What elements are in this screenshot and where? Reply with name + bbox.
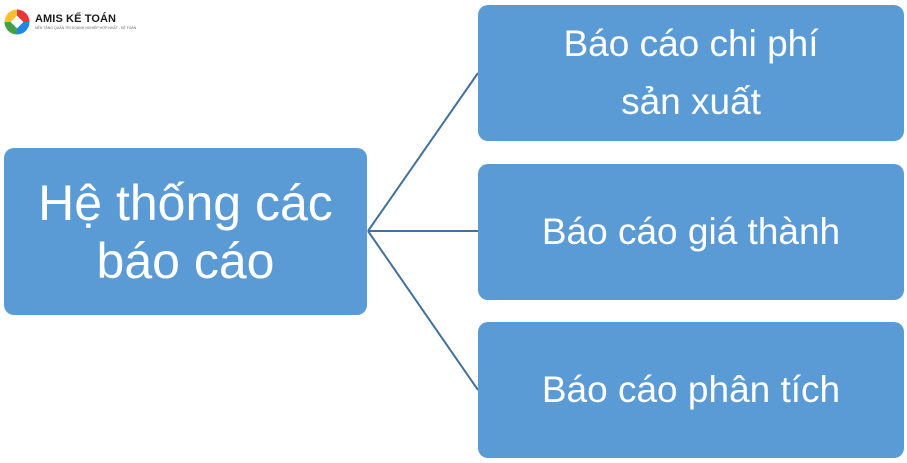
- child-node-label: Báo cáo chi phí sản xuất: [563, 23, 819, 122]
- child-node-analysis-report: Báo cáo phân tích: [478, 322, 904, 458]
- connector-line-3: [367, 230, 479, 391]
- amis-logo: AMIS KẾ TOÁN NỀN TẢNG QUẢN TRỊ DOANH NGH…: [4, 7, 136, 37]
- amis-logo-icon: [4, 9, 30, 35]
- logo-brand-name: AMIS KẾ TOÁN: [35, 13, 117, 25]
- connector-line-1: [367, 72, 479, 232]
- root-node-label: Hệ thống các báo cáo: [38, 174, 333, 289]
- child-node-label: Báo cáo phân tích: [541, 369, 841, 410]
- root-node: Hệ thống các báo cáo: [4, 148, 367, 315]
- logo-tagline: NỀN TẢNG QUẢN TRỊ DOANH NGHIỆP HỢP NHẤT …: [35, 26, 137, 30]
- child-node-label: Báo cáo giá thành: [541, 211, 841, 252]
- child-node-production-cost-report: Báo cáo chi phí sản xuất: [478, 5, 904, 141]
- child-node-cost-price-report: Báo cáo giá thành: [478, 164, 904, 300]
